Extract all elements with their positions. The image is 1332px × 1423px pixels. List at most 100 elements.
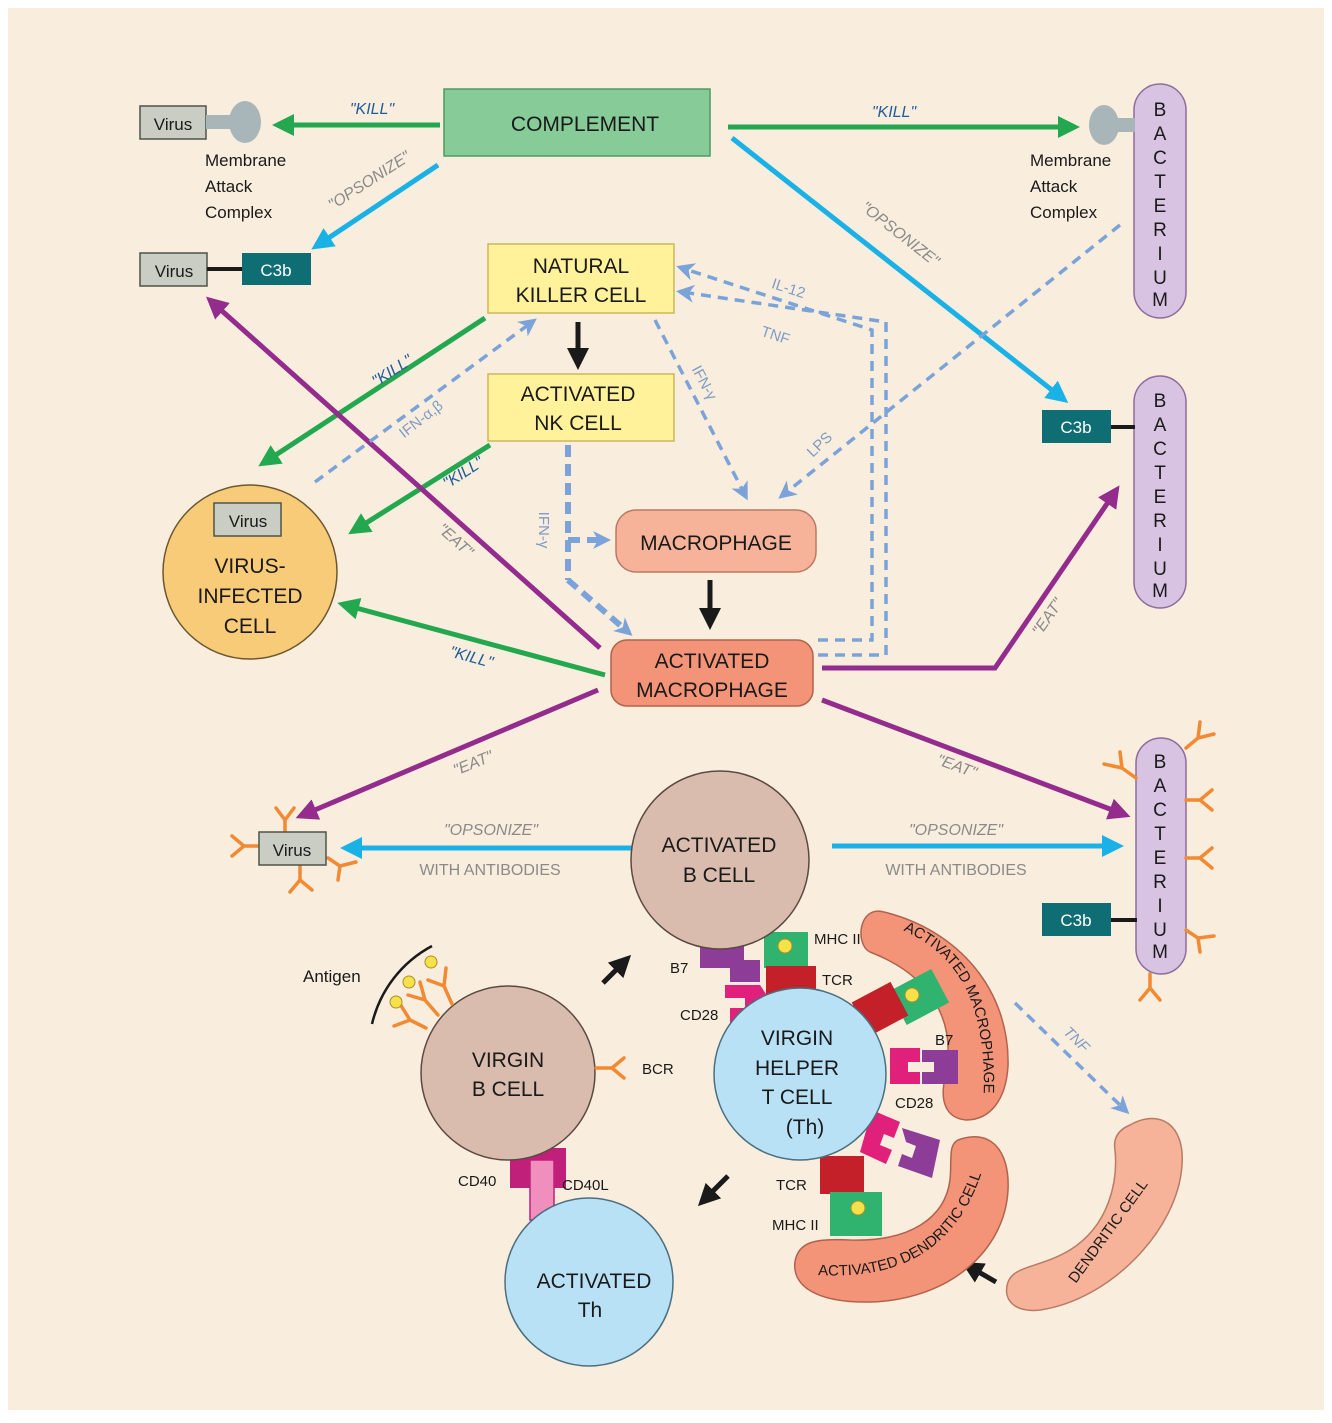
dendritic-activation-arrow (961, 1262, 998, 1285)
svg-text:U: U (1153, 268, 1167, 289)
svg-text:Virus: Virus (229, 512, 267, 531)
receptor-labels: MHC II TCR B7 CD28 B7 CD28 TCR MHC II CD… (303, 931, 953, 1234)
svg-text:M: M (1152, 290, 1168, 311)
svg-text:A: A (1154, 776, 1167, 797)
virus-mac-left: Virus Membrane Attack Complex (139, 101, 286, 222)
activated-nk-cell-box: ACTIVATED NK CELL (487, 373, 675, 442)
svg-text:E: E (1154, 848, 1167, 869)
lps-arrow (778, 223, 1122, 499)
svg-text:HELPER: HELPER (755, 1057, 839, 1080)
svg-text:B: B (1154, 752, 1167, 773)
antibody-icons (1102, 720, 1216, 1002)
svg-text:Attack: Attack (1030, 177, 1078, 196)
virus-label: Virus (155, 262, 193, 281)
svg-text:(Th): (Th) (786, 1116, 825, 1139)
c3b-box (242, 253, 311, 285)
svg-text:T: T (1154, 172, 1166, 193)
virus-with-antibodies: Virus (230, 806, 358, 894)
svg-text:KILLER CELL: KILLER CELL (516, 284, 647, 307)
svg-text:CD28: CD28 (680, 1007, 718, 1024)
bacterium-shape (1133, 375, 1187, 609)
svg-text:U: U (1153, 559, 1167, 580)
svg-text:E: E (1154, 487, 1167, 508)
svg-text:MACROPHAGE: MACROPHAGE (640, 532, 792, 555)
svg-text:TCR: TCR (776, 1177, 807, 1194)
svg-text:ACTIVATED: ACTIVATED (521, 383, 636, 406)
kill-arrow-macrophage-infected (337, 598, 606, 678)
virus-c3b-left: Virus C3b (139, 252, 311, 287)
macrophage-box: MACROPHAGE (615, 509, 817, 573)
eat-arrow-virus-c3b (206, 296, 602, 650)
membrane-attack-complex-icon (229, 101, 261, 143)
tnf-arrow (676, 284, 888, 657)
opsonize-arrow-virus (311, 162, 440, 250)
svg-text:NK CELL: NK CELL (534, 412, 622, 435)
ifn-gamma-label: IFN-γ (535, 512, 552, 549)
cytokine-arrows (313, 223, 1130, 1115)
svg-text:U: U (1153, 920, 1167, 941)
virgin-helper-t-cell: VIRGIN HELPER T CELL (Th) (713, 987, 887, 1161)
b7-receptor (922, 1050, 958, 1084)
svg-text:MHC II: MHC II (814, 931, 861, 948)
membrane-attack-complex-icon (1089, 105, 1119, 145)
b-activation-arrow (601, 954, 632, 985)
b7-receptor (898, 1128, 940, 1178)
c3b-label: C3b (1060, 418, 1091, 437)
svg-text:Membrane: Membrane (205, 151, 286, 170)
svg-text:I: I (1157, 535, 1162, 556)
svg-text:C: C (1153, 148, 1167, 169)
svg-text:Membrane: Membrane (1030, 151, 1111, 170)
svg-text:CD40: CD40 (458, 1173, 496, 1190)
svg-text:B: B (1154, 100, 1167, 121)
opsonize-label: "OPSONIZE" (909, 822, 1004, 839)
svg-text:ACTIVATED: ACTIVATED (662, 834, 777, 857)
svg-text:A: A (1154, 415, 1167, 436)
complement-box: COMPLEMENT (443, 88, 711, 157)
svg-text:B CELL: B CELL (683, 864, 755, 887)
ifn-gamma-thick-arrows (565, 445, 633, 636)
c3b-label: C3b (260, 261, 291, 280)
svg-text:Th: Th (578, 1299, 603, 1322)
bacterium-antibodies: C3b B A C T E R I U M (1042, 720, 1216, 1002)
svg-text:T: T (1154, 463, 1166, 484)
virus-infected-cell: Virus VIRUS- INFECTED CELL (162, 484, 338, 660)
svg-text:Complex: Complex (1030, 203, 1098, 222)
c3b-box (1042, 903, 1111, 936)
antigen-particles (389, 955, 438, 1009)
virgin-b-cell: VIRGIN B CELL (370, 944, 626, 1161)
svg-text:Antigen: Antigen (303, 967, 361, 986)
tnf-arrow-dendritic (1013, 1001, 1130, 1115)
svg-text:I: I (1157, 896, 1162, 917)
virus-box (139, 252, 208, 287)
virus-box (213, 502, 282, 537)
svg-text:C3b: C3b (1060, 911, 1091, 930)
svg-text:MACROPHAGE: MACROPHAGE (636, 679, 788, 702)
kill-label: "KILL" (872, 104, 918, 121)
natural-killer-cell-box: NATURAL KILLER CELL (487, 243, 675, 314)
svg-text:T CELL: T CELL (762, 1086, 833, 1109)
kill-label: "KILL" (350, 101, 396, 118)
svg-text:I: I (1157, 244, 1162, 265)
eat-arrow-bacterium-antibody (821, 697, 1131, 820)
ifn-gamma-arrow-activated-macrophage (566, 577, 633, 636)
bacterium-c3b: C3b B A C T E R I U M (1042, 375, 1187, 609)
th-activation-arrow (697, 1174, 730, 1207)
mac-stem (206, 115, 232, 129)
svg-text:Attack: Attack (205, 177, 253, 196)
bacterium-shape (1133, 83, 1187, 319)
svg-text:VIRGIN: VIRGIN (761, 1027, 833, 1050)
svg-text:INFECTED: INFECTED (198, 585, 303, 608)
svg-text:E: E (1154, 196, 1167, 217)
cd28-receptor (890, 1048, 920, 1084)
svg-text:TCR: TCR (822, 972, 853, 989)
with-antibodies-label: WITH ANTIBODIES (885, 862, 1026, 879)
svg-text:C: C (1153, 800, 1167, 821)
svg-text:R: R (1153, 511, 1167, 532)
svg-text:CD28: CD28 (895, 1095, 933, 1112)
svg-text:B7: B7 (935, 1032, 953, 1049)
svg-text:CD40L: CD40L (562, 1177, 609, 1194)
svg-text:BCR: BCR (642, 1061, 674, 1078)
activated-macrophage-box: ACTIVATED MACROPHAGE (610, 639, 814, 707)
eat-arrow-bacterium-c3b (822, 485, 1120, 671)
